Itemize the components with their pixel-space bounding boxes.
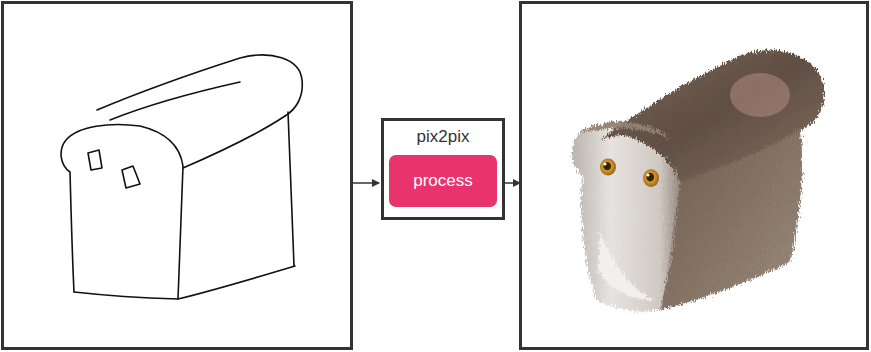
cat-eye bbox=[600, 159, 616, 176]
fur-texture bbox=[600, 50, 824, 310]
cat-eye bbox=[643, 169, 659, 187]
model-name: pix2pix bbox=[384, 121, 502, 147]
output-panel bbox=[521, 3, 868, 349]
flow-arrow bbox=[353, 182, 379, 184]
button-label: process bbox=[413, 171, 473, 191]
loaf-sketch bbox=[61, 55, 302, 299]
ear-detail bbox=[730, 73, 790, 117]
eye-glint bbox=[603, 162, 606, 165]
process-button: process bbox=[389, 155, 497, 207]
eye-glint bbox=[646, 173, 649, 176]
input-panel bbox=[3, 3, 352, 349]
cat-loaf-photo bbox=[572, 50, 824, 311]
model-box: pix2pix process bbox=[381, 118, 505, 220]
